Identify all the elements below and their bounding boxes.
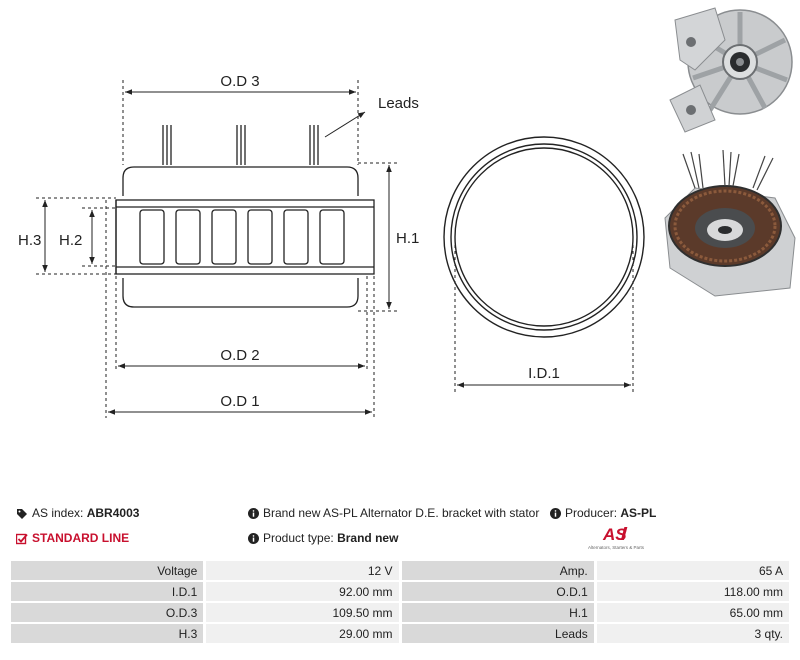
checkbox-checked-icon (16, 533, 28, 545)
id1-label: I.D.1 (528, 365, 560, 382)
spec-value: 65.00 mm (596, 603, 789, 622)
stator-side-view (115, 125, 375, 308)
stator-photo (655, 148, 800, 300)
producer: Producer: AS-PL (550, 506, 656, 520)
logo-tagline: Alternators, Starters & Parts (588, 545, 645, 550)
product-type-label: Product type: (263, 531, 334, 545)
spec-value: 92.00 mm (206, 582, 399, 601)
product-type-value: Brand new (337, 531, 399, 545)
spec-label: Voltage (11, 561, 204, 580)
info-icon (248, 508, 259, 520)
spec-label: O.D.3 (11, 603, 204, 622)
standard-line-label: STANDARD LINE (32, 531, 130, 545)
spec-label: Amp. (401, 561, 594, 580)
producer-label: Producer: (565, 506, 618, 520)
spec-value: 118.00 mm (596, 582, 789, 601)
product-type: Product type: Brand new (248, 531, 398, 545)
table-row: O.D.3 109.50 mm H.1 65.00 mm (11, 603, 789, 622)
standard-line: STANDARD LINE (16, 531, 129, 545)
leads-label: Leads (378, 95, 419, 112)
spec-label: O.D.1 (401, 582, 594, 601)
stator-top-view (443, 136, 645, 338)
info-icon (550, 508, 561, 520)
table-row: H.3 29.00 mm Leads 3 qty. (11, 624, 789, 643)
spec-label: H.1 (401, 603, 594, 622)
spec-value: 109.50 mm (206, 603, 399, 622)
od1-label: O.D 1 (220, 393, 259, 410)
bracket-photo (655, 0, 800, 148)
as-pl-logo: AS Alternators, Starters & Parts (588, 525, 645, 550)
as-index: AS index: ABR4003 (16, 506, 139, 520)
product-description: Brand new AS-PL Alternator D.E. bracket … (248, 506, 539, 520)
spec-value: 3 qty. (596, 624, 789, 643)
spec-label: I.D.1 (11, 582, 204, 601)
od2-label: O.D 2 (220, 347, 259, 364)
producer-value: AS-PL (620, 506, 657, 520)
table-row: Voltage 12 V Amp. 65 A (11, 561, 789, 580)
tag-icon (17, 508, 27, 519)
h2-label: H.2 (59, 232, 82, 249)
spec-value: 29.00 mm (206, 624, 399, 643)
logo-mark: AS (602, 525, 627, 544)
description-text: Brand new AS-PL Alternator D.E. bracket … (263, 506, 540, 520)
stator-technical-drawing: O.D 3 Leads H.1 H.2 H.3 O.D 2 O.D 1 I.D.… (18, 73, 645, 418)
table-row: I.D.1 92.00 mm O.D.1 118.00 mm (11, 582, 789, 601)
spec-table: Voltage 12 V Amp. 65 A I.D.1 92.00 mm O.… (8, 559, 792, 645)
h1-label: H.1 (396, 230, 419, 247)
spec-value: 65 A (596, 561, 789, 580)
info-icon (248, 533, 259, 545)
od3-label: O.D 3 (220, 73, 259, 90)
dimension-lines (36, 80, 634, 418)
as-index-label: AS index: (32, 506, 84, 520)
spec-label: Leads (401, 624, 594, 643)
as-index-value: ABR4003 (86, 506, 140, 520)
h3-label: H.3 (18, 232, 41, 249)
spec-label: H.3 (11, 624, 204, 643)
spec-value: 12 V (206, 561, 399, 580)
